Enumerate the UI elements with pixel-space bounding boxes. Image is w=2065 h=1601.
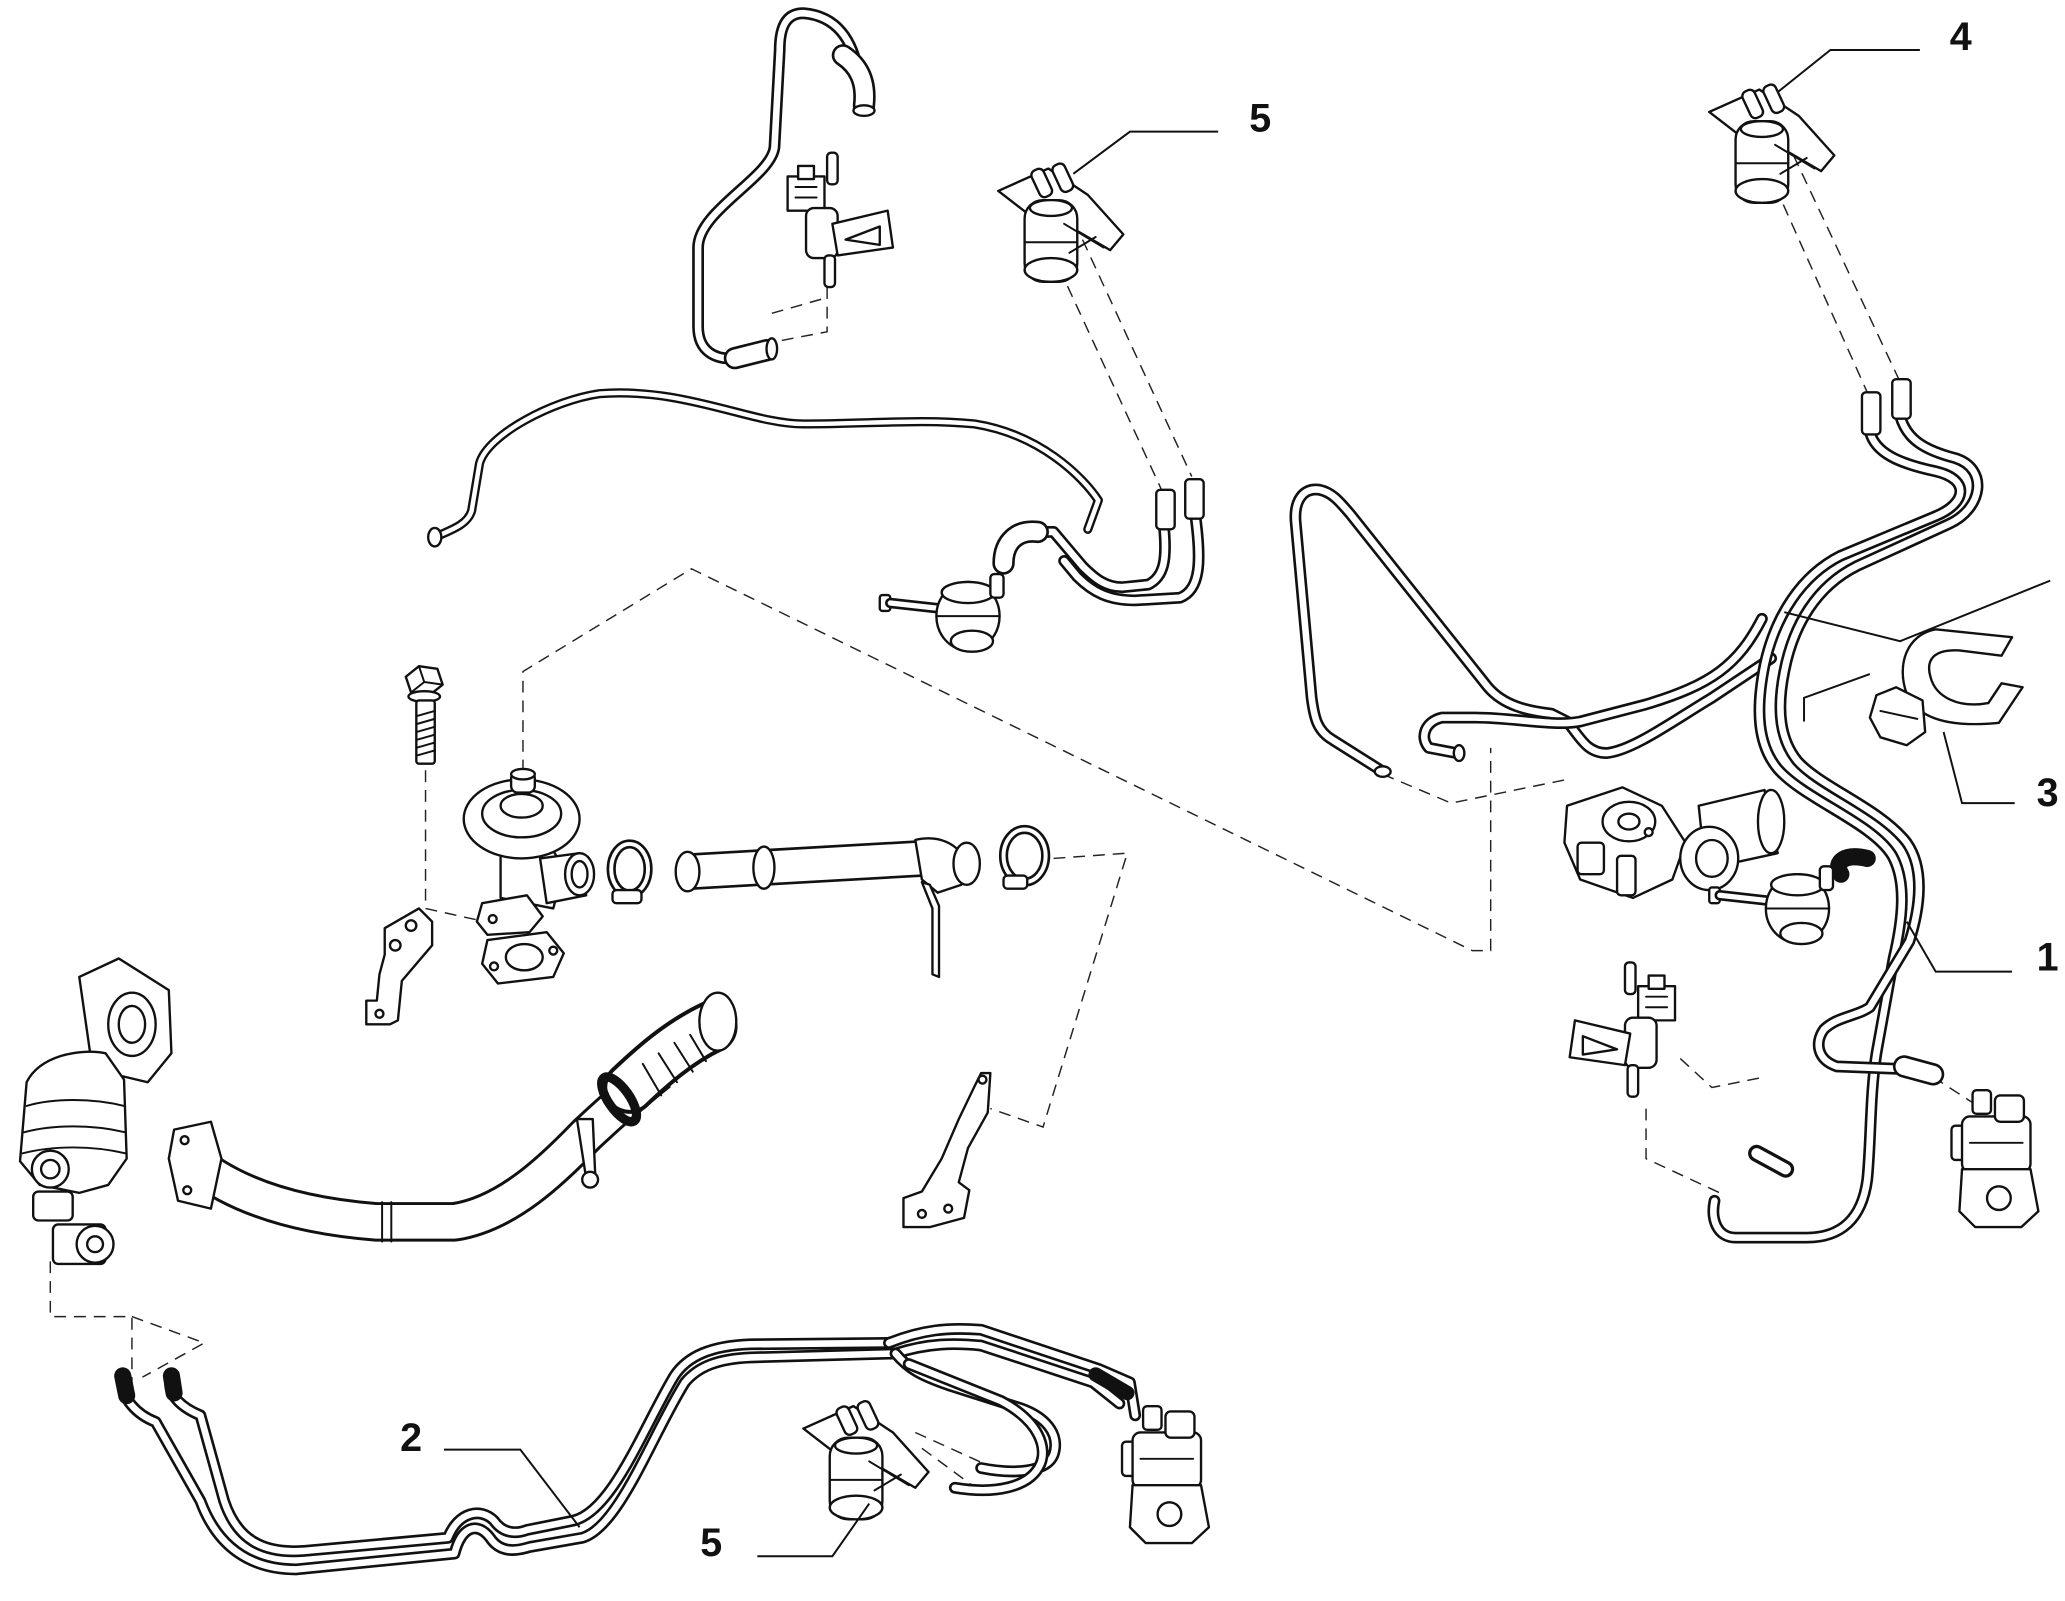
egr-valve	[462, 767, 596, 936]
leader-1	[1905, 921, 2013, 973]
vacuum-pipe-assembly-1	[1295, 377, 1977, 1237]
vacuum-hose-top-left	[698, 13, 876, 370]
leader-3	[1942, 731, 2015, 805]
callout-label-3: 3	[2037, 771, 2059, 815]
solenoid-valve-top-left	[786, 151, 895, 289]
solenoid-valve-lower	[802, 1398, 930, 1521]
egr-connecting-pipe	[676, 837, 982, 979]
callout-label-1: 1	[2037, 935, 2059, 979]
hose-clamp-right	[998, 824, 1051, 890]
solenoid-valve-upper	[997, 160, 1125, 283]
assembly-dashed-lines	[49, 155, 1983, 1486]
mounting-bracket-left	[365, 907, 434, 1026]
intake-manifold-section	[18, 957, 173, 1266]
vacuum-pipe-upper	[426, 393, 1205, 600]
leader-3-clip-b	[1803, 673, 1871, 722]
egr-pipe	[167, 991, 738, 1243]
pressure-sensor-right	[1950, 1088, 2040, 1229]
throttle-body	[1563, 786, 1786, 900]
callout-label-5-upper: 5	[1249, 97, 1271, 141]
callout-label-5-lower: 5	[700, 1521, 722, 1565]
fixing-bolt	[404, 665, 444, 765]
callout-label-2: 2	[400, 1416, 422, 1460]
vacuum-pipe-assembly-2	[114, 1329, 1135, 1570]
solenoid-valve-right	[1568, 961, 1677, 1098]
vacuum-actuator-upper	[880, 574, 1004, 652]
egr-gasket	[480, 930, 565, 985]
hose-clamp-left	[606, 839, 653, 905]
solenoid-valve-4	[1708, 81, 1836, 204]
callout-leader-lines	[443, 49, 2051, 1558]
pipe-clip-3	[1868, 628, 2024, 747]
callout-label-4: 4	[1950, 15, 1972, 59]
mounting-bracket-center	[902, 1071, 992, 1229]
leader-3-clip-a	[1784, 579, 2051, 643]
leader-5-upper	[1072, 130, 1219, 175]
leader-4	[1777, 49, 1920, 93]
pressure-sensor-lower	[1120, 1404, 1211, 1545]
leader-5-lower	[757, 1503, 871, 1558]
leader-2	[443, 1448, 581, 1528]
